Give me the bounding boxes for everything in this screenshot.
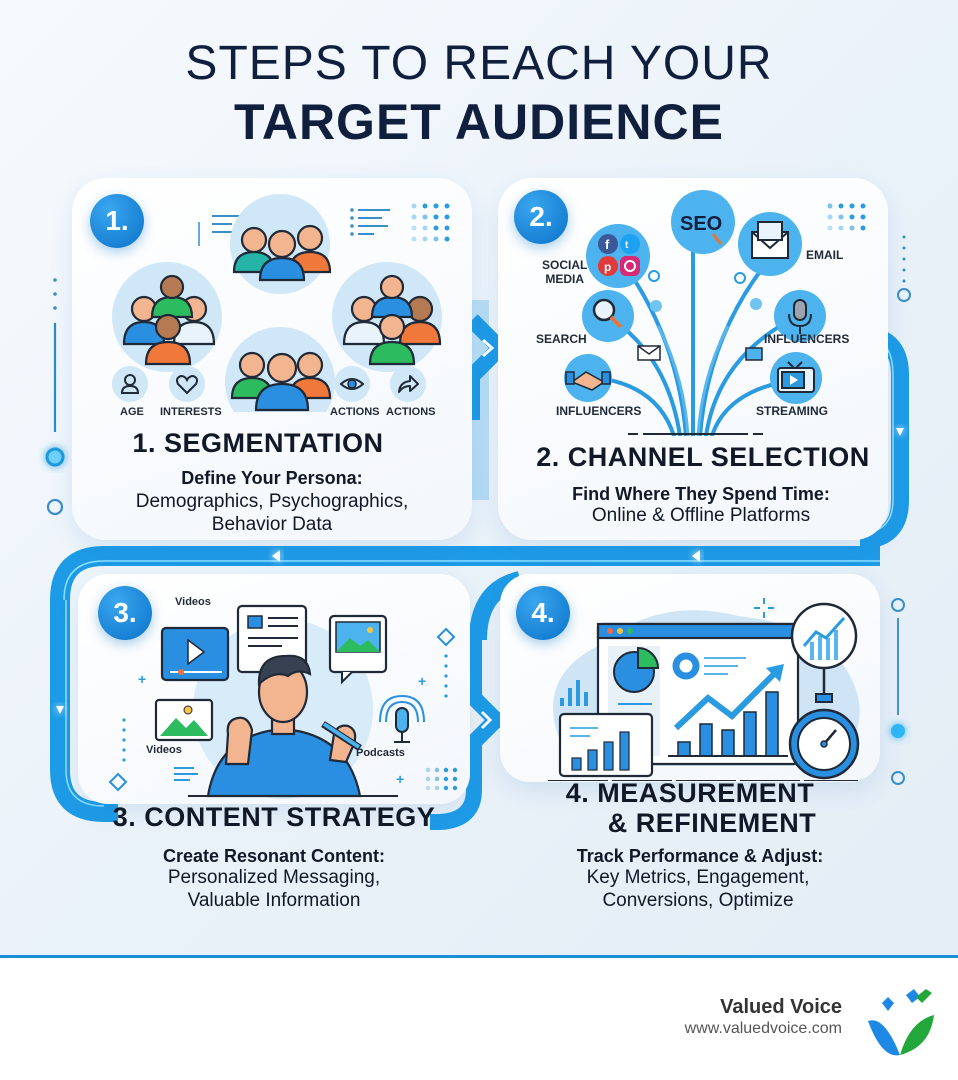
title-line-1: STEPS TO REACH YOUR: [185, 37, 773, 90]
creator-person-icon: [206, 654, 362, 798]
svg-text:t: t: [625, 240, 629, 251]
step-3-subtitle: Create Resonant Content:: [162, 846, 386, 866]
step-card-measurement: 4.: [500, 574, 880, 782]
label-podcasts: Podcasts: [356, 747, 405, 759]
label-influencers-left: INFLUENCERS: [556, 404, 642, 418]
bar-chart-card-icon: [558, 712, 654, 778]
social-media-icons: f t p: [598, 234, 640, 276]
step-4-description-line-2: Conversions, Optimize: [602, 890, 794, 911]
label-videos-bottom: Videos: [146, 744, 182, 756]
search-icon: [592, 298, 623, 329]
svg-text:f: f: [605, 237, 610, 252]
mini-bars-icon: [560, 680, 588, 706]
dot-grid-icon: [827, 203, 866, 231]
step-3-description-line-1: Personalized Messaging,: [167, 867, 381, 888]
person-icon: [112, 366, 148, 402]
step-badge-2: 2.: [514, 190, 568, 244]
pie-chart-icon: [613, 646, 660, 705]
step-badge-4: 4.: [516, 586, 570, 640]
step-subtitle: Define Your Persona:: [181, 468, 363, 488]
audience-groups-illustration: [112, 194, 450, 412]
podcast-microphone-icon: [379, 694, 425, 743]
stopwatch-icon: [788, 693, 860, 780]
text-lines-icon: [174, 767, 198, 781]
label-influencers-right: INFLUENCERS: [764, 332, 850, 346]
image-bubble-icon: [328, 614, 388, 685]
brand-name: Valued Voice: [720, 996, 842, 1018]
growth-bar-chart-icon: [668, 664, 788, 757]
step-3-title: 3. CONTENT STRATEGY: [112, 802, 436, 832]
dot-grid-icon: [425, 767, 458, 791]
sparkle-icon: [754, 598, 774, 618]
brand-url[interactable]: www.valuedvoice.com: [684, 1020, 842, 1037]
analytics-dashboard-illustration: [548, 598, 860, 781]
step-title: 1. SEGMENTATION: [132, 428, 384, 458]
magnifier-chart-icon: [790, 602, 858, 694]
heart-icon: [169, 366, 205, 402]
svg-text:+: +: [396, 771, 404, 787]
label-age: AGE: [120, 406, 144, 418]
valued-voice-logo-icon: [868, 989, 934, 1056]
step-4-subtitle: Track Performance & Adjust:: [576, 846, 824, 866]
step-4-description-line-1: Key Metrics, Engagement,: [586, 867, 810, 888]
label-search: SEARCH: [536, 332, 587, 346]
infographic-title: STEPS TO REACH YOUR TARGET AUDIENCE: [0, 36, 958, 152]
step-3-description-line-2: Valuable Information: [187, 890, 361, 911]
svg-text:+: +: [418, 673, 426, 689]
handshake-icon: [565, 371, 611, 391]
video-player-icon: [160, 626, 230, 682]
donut-chart-icon: [672, 652, 700, 680]
footer-divider: [0, 955, 958, 958]
label-streaming: STREAMING: [756, 404, 828, 418]
label-videos-top: Videos: [175, 596, 211, 608]
title-line-2: TARGET AUDIENCE: [234, 94, 724, 150]
step-card-channel-selection: 2. f t p: [498, 178, 888, 540]
chat-icon: [745, 347, 763, 361]
step-title: 2. CHANNEL SELECTION: [536, 442, 870, 472]
label-interests: INTERESTS: [160, 406, 222, 418]
step-4-title-line-2: & REFINEMENT: [607, 808, 817, 838]
label-actions-2: ACTIONS: [386, 406, 436, 418]
image-icon: [154, 698, 214, 742]
svg-text:p: p: [604, 260, 611, 274]
share-arrow-icon: [390, 366, 426, 402]
channel-tree-illustration: f t p SEO: [564, 190, 866, 436]
step-4-title-line-1: 4. MEASUREMENT: [565, 778, 815, 808]
flow-connector: [45, 235, 911, 830]
label-email: EMAIL: [806, 248, 844, 262]
seo-icon: SEO: [680, 213, 722, 235]
step-badge-3: 3.: [98, 586, 152, 640]
step-badge-1: 1.: [90, 194, 144, 248]
microphone-icon: [788, 299, 812, 334]
svg-text:+: +: [138, 671, 146, 687]
step-subtitle: Find Where They Spend Time:: [572, 484, 830, 504]
list-icon: [198, 208, 390, 246]
step-description-line-1: Online & Offline Platforms: [591, 505, 811, 526]
eye-icon: [334, 366, 370, 402]
dot-grid-icon: [411, 203, 450, 242]
step-card-segmentation: 1.: [72, 178, 472, 540]
label-actions-1: ACTIONS: [330, 406, 380, 418]
email-icon: [751, 221, 789, 259]
content-creator-illustration: + + +: [108, 604, 458, 799]
footer: [0, 958, 958, 1080]
step-description-line-2: Behavior Data: [211, 514, 333, 535]
label-social-media: SOCIAL MEDIA: [542, 258, 588, 286]
step-description-line-1: Demographics, Psychographics,: [135, 491, 409, 512]
step-card-content-strategy: 3.: [78, 574, 470, 804]
streaming-tv-icon: [777, 361, 815, 393]
